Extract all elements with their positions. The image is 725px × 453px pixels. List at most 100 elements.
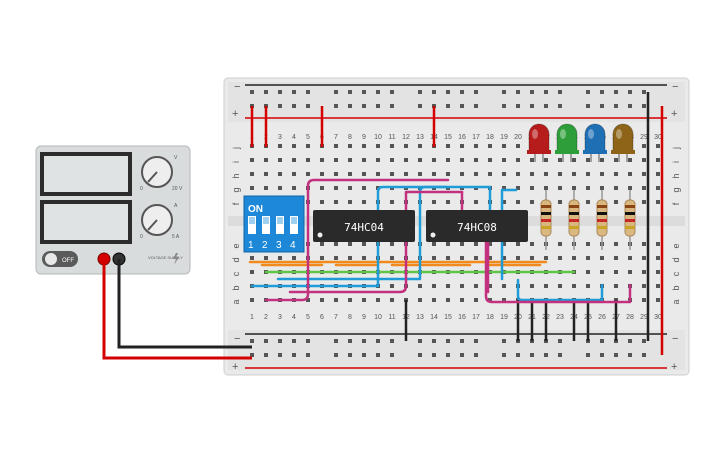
column-number-bottom: 29 xyxy=(640,314,648,321)
hole xyxy=(488,256,492,260)
rail-hole xyxy=(334,339,338,343)
hole xyxy=(474,158,478,162)
rail-hole xyxy=(474,104,478,108)
dip-toggle-1[interactable] xyxy=(248,216,256,234)
dip-number-2: 2 xyxy=(262,240,268,251)
hole xyxy=(404,144,408,148)
hole xyxy=(586,256,590,260)
rail-hole xyxy=(348,353,352,357)
hole xyxy=(376,144,380,148)
voltage-max-label: 20 V xyxy=(172,186,183,192)
hole xyxy=(320,256,324,260)
hole xyxy=(460,172,464,176)
chip-body-2 xyxy=(426,210,528,242)
hole xyxy=(502,186,506,190)
resistor-band xyxy=(569,219,579,222)
hole xyxy=(586,284,590,288)
hole xyxy=(432,298,436,302)
hole xyxy=(628,186,632,190)
column-number-top: 20 xyxy=(514,134,522,141)
hole xyxy=(362,298,366,302)
hole xyxy=(656,284,660,288)
hole xyxy=(488,242,492,246)
row-letter: j xyxy=(231,147,241,150)
resistor-band xyxy=(541,226,551,229)
chip-74hc08[interactable]: 74HC08 xyxy=(426,210,528,242)
hole xyxy=(530,200,534,204)
rail-hole xyxy=(544,353,548,357)
blue-wire-3 xyxy=(500,188,518,281)
hole xyxy=(404,158,408,162)
hole xyxy=(278,256,282,260)
hole xyxy=(362,158,366,162)
hole xyxy=(474,144,478,148)
hole xyxy=(544,158,548,162)
rail-minus-label-br: − xyxy=(672,333,678,345)
hole xyxy=(334,256,338,260)
hole xyxy=(586,186,590,190)
column-number-bottom: 15 xyxy=(444,314,452,321)
resistor[interactable] xyxy=(568,190,580,250)
rail-hole xyxy=(600,353,604,357)
rail-hole xyxy=(516,353,520,357)
dip-toggle-4[interactable] xyxy=(290,216,298,234)
column-number-top: 16 xyxy=(458,134,466,141)
dip-toggle-3[interactable] xyxy=(276,216,284,234)
row-letter: c xyxy=(671,271,681,276)
rail-hole xyxy=(446,353,450,357)
hole xyxy=(656,200,660,204)
column-number-bottom: 16 xyxy=(458,314,466,321)
led-blue[interactable] xyxy=(583,123,607,162)
column-number-bottom: 6 xyxy=(320,314,324,321)
dip-switch[interactable]: ON 1 2 3 4 xyxy=(243,195,305,253)
rail-hole xyxy=(278,339,282,343)
resistor-band xyxy=(597,205,607,208)
rail-hole xyxy=(600,90,604,94)
hole xyxy=(460,144,464,148)
column-number-top: 12 xyxy=(402,134,410,141)
hole xyxy=(558,172,562,176)
lightning-icon xyxy=(173,253,179,265)
row-letter: g xyxy=(231,187,241,192)
rail-plus-label-tr: + xyxy=(671,108,677,120)
rail-hole xyxy=(628,104,632,108)
column-number-bottom: 8 xyxy=(348,314,352,321)
hole xyxy=(628,158,632,162)
hole xyxy=(544,186,548,190)
resistor[interactable] xyxy=(540,190,552,250)
hole xyxy=(642,144,646,148)
hole xyxy=(558,186,562,190)
rail-hole xyxy=(558,104,562,108)
rail-hole xyxy=(600,339,604,343)
hole xyxy=(530,256,534,260)
column-number-top: 30 xyxy=(654,134,662,141)
rail-hole xyxy=(376,353,380,357)
resistor[interactable] xyxy=(624,190,636,250)
rail-hole xyxy=(278,104,282,108)
rail-hole xyxy=(502,104,506,108)
led-dome xyxy=(612,123,634,153)
chip-74hc04[interactable]: 74HC04 xyxy=(313,210,415,242)
rail-hole xyxy=(628,353,632,357)
rail-hole xyxy=(628,90,632,94)
rail-hole xyxy=(628,339,632,343)
hole xyxy=(390,158,394,162)
hole xyxy=(278,144,282,148)
hole xyxy=(334,298,338,302)
rail-hole xyxy=(334,104,338,108)
resistor-band xyxy=(541,212,551,215)
dip-toggle-2[interactable] xyxy=(262,216,270,234)
led-green[interactable] xyxy=(555,123,579,162)
power-supply[interactable]: V 0 20 V A 0 5 A OFF VOLTAGE SUPPLY xyxy=(35,145,191,275)
led-red[interactable] xyxy=(527,123,551,162)
rail-hole xyxy=(586,104,590,108)
hole xyxy=(446,256,450,260)
resistor[interactable] xyxy=(596,190,608,250)
hole xyxy=(306,298,310,302)
led-yellow[interactable] xyxy=(611,123,635,162)
hole xyxy=(278,186,282,190)
hole xyxy=(390,200,394,204)
rail-hole xyxy=(586,90,590,94)
hole xyxy=(362,200,366,204)
